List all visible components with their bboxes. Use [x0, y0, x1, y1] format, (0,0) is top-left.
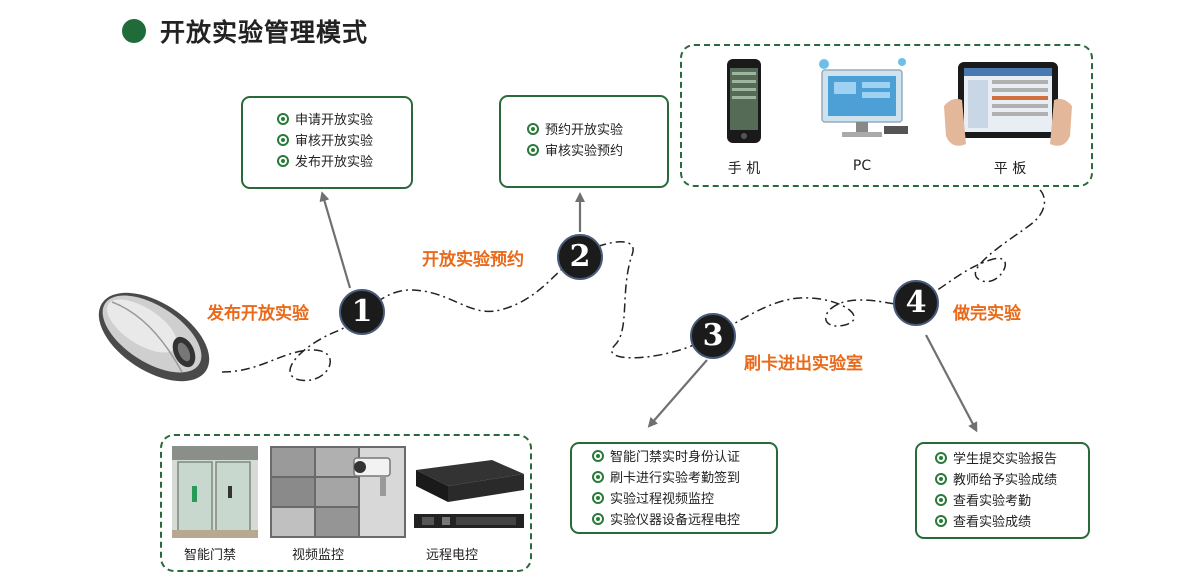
list-item: 刷卡进行实验考勤签到 [592, 468, 776, 489]
bullet-icon [935, 452, 947, 464]
list-item: 学生提交实验报告 [935, 449, 1088, 470]
hardware-box: 智能门禁 视频监控 远程电控 [160, 434, 532, 572]
phone-icon [727, 59, 761, 143]
bullet-icon [935, 473, 947, 485]
step-2-circle: 2 [557, 234, 603, 280]
bullet-icon [527, 144, 539, 156]
step-1-label: 发布开放实验 [207, 304, 309, 324]
bullet-icon [277, 113, 289, 125]
pc-icon [819, 58, 908, 137]
bullet-icon [277, 155, 289, 167]
list-item: 查看实验考勤 [935, 491, 1088, 512]
bullet-icon [935, 494, 947, 506]
arrow-step3-down [647, 359, 708, 428]
bullet-icon [527, 123, 539, 135]
step-1-circle: 1 [339, 289, 385, 335]
phone-label: 手 机 [727, 161, 761, 177]
video-monitor-image [270, 446, 406, 538]
list-item: 实验过程视频监控 [592, 489, 776, 510]
devices-box: 手 机 PC 平 板 [680, 44, 1093, 187]
access-control-box: 智能门禁实时身份认证 刷卡进行实验考勤签到 实验过程视频监控 实验仪器设备远程电… [570, 442, 778, 534]
reservation-box: 预约开放实验 审核实验预约 [499, 95, 669, 188]
remote-control-label: 远程电控 [426, 548, 479, 563]
step-2-label: 开放实验预约 [422, 250, 524, 270]
arrow-step4-down [925, 334, 978, 433]
bullet-icon [592, 471, 604, 483]
list-item: 查看实验成绩 [935, 512, 1088, 533]
step-4-label: 做完实验 [953, 304, 1021, 324]
bullet-icon [592, 492, 604, 504]
step-4-circle: 4 [893, 280, 939, 326]
title-bullet [122, 19, 146, 43]
list-item: 智能门禁实时身份认证 [592, 447, 776, 468]
step-3-circle: 3 [690, 313, 736, 359]
list-item: 预约开放实验 [527, 120, 667, 141]
list-item: 审核实验预约 [527, 141, 667, 162]
page-title: 开放实验管理模式 [160, 18, 369, 47]
bullet-icon [592, 513, 604, 525]
mouse-cable-path [221, 189, 1046, 382]
arrow-step1-up [319, 191, 352, 289]
bullet-icon [935, 515, 947, 527]
list-item: 发布开放实验 [277, 152, 411, 173]
bullet-icon [277, 134, 289, 146]
tablet-icon [944, 62, 1072, 146]
list-item: 审核开放实验 [277, 131, 411, 152]
door-access-label: 智能门禁 [184, 548, 237, 563]
door-access-image [172, 446, 258, 538]
step-3-label: 刷卡进出实验室 [744, 354, 863, 374]
list-item: 实验仪器设备远程电控 [592, 510, 776, 531]
bullet-icon [592, 450, 604, 462]
pc-label: PC [852, 158, 872, 174]
remote-control-image [414, 460, 524, 528]
publish-box: 申请开放实验 审核开放实验 发布开放实验 [241, 96, 413, 189]
completion-box: 学生提交实验报告 教师给予实验成绩 查看实验考勤 查看实验成绩 [915, 442, 1090, 539]
list-item: 教师给予实验成绩 [935, 470, 1088, 491]
list-item: 申请开放实验 [277, 110, 411, 131]
mouse-icon [98, 292, 210, 382]
video-monitor-label: 视频监控 [292, 548, 345, 563]
tablet-label: 平 板 [993, 161, 1027, 177]
